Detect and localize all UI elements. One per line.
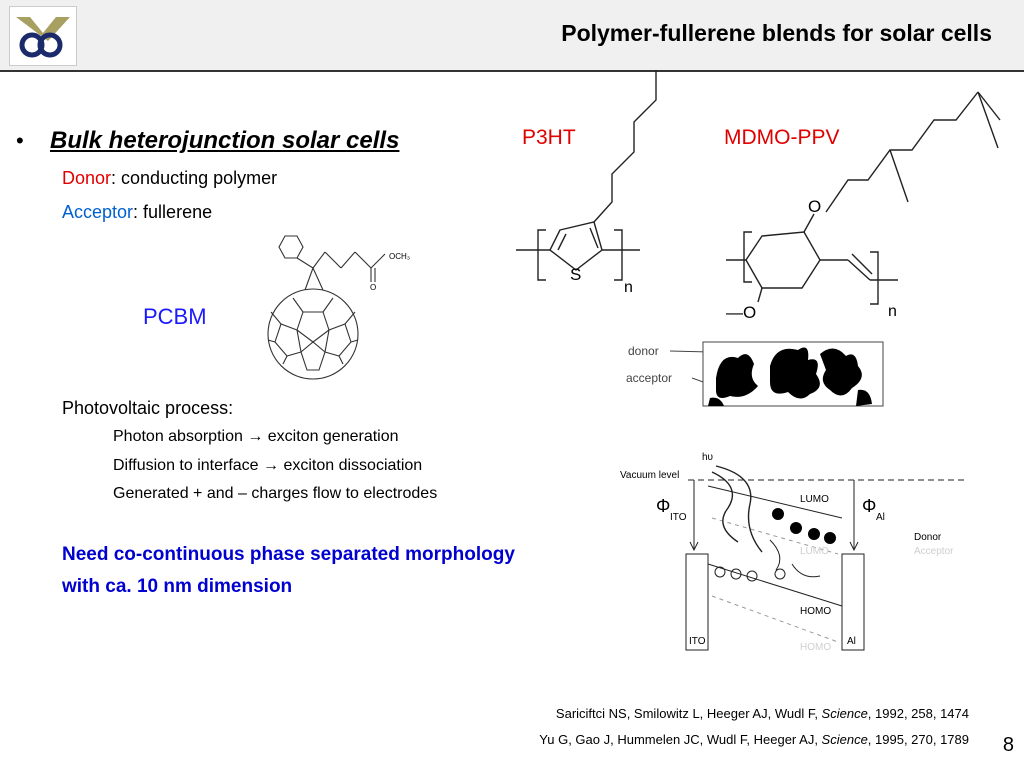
oxygen-top-label: O bbox=[808, 197, 821, 216]
homo-acceptor-label: HOMO bbox=[800, 642, 831, 653]
p3ht-structure: S n bbox=[516, 70, 657, 296]
donor-key: Donor bbox=[62, 168, 112, 188]
lumo-label: LUMO bbox=[800, 494, 829, 505]
donor-line: Donor: conducting polymer bbox=[62, 168, 277, 189]
step-2: Diffusion to interface → exciton dissoci… bbox=[113, 457, 423, 474]
pv-heading: Photovoltaic process: bbox=[62, 398, 234, 418]
university-logo bbox=[9, 6, 77, 66]
phi-al-sub: Al bbox=[876, 512, 885, 523]
morphology-acceptor-label: acceptor bbox=[626, 371, 672, 385]
p3ht-label: P3HT bbox=[522, 126, 576, 149]
donor-value: : conducting polymer bbox=[111, 168, 278, 188]
page-number: 8 bbox=[1002, 734, 1014, 756]
morphology-donor-label: donor bbox=[628, 344, 659, 358]
och3-label: OCH₃ bbox=[389, 252, 410, 261]
header-divider bbox=[0, 70, 1024, 72]
acceptor-legend-label: Acceptor bbox=[914, 546, 954, 557]
vacuum-level-label: Vacuum level bbox=[620, 470, 679, 481]
mdmo-ppv-label: MDMO-PPV bbox=[724, 126, 840, 149]
bullet-heading: Bulk heterojunction solar cells bbox=[50, 127, 400, 154]
mdmo-ppv-structure: O —O n bbox=[726, 91, 1001, 322]
step-1: Photon absorption → exciton generation bbox=[113, 428, 399, 445]
acceptor-value: : fullerene bbox=[133, 202, 213, 222]
emphasis-line-1: Need co-continuous phase separated morph… bbox=[62, 544, 515, 565]
phi-ito-symbol: Φ bbox=[656, 496, 670, 516]
reference-2: Yu G, Gao J, Hummelen JC, Wudl F, Heeger… bbox=[539, 732, 969, 747]
mdmo-n-label: n bbox=[888, 303, 897, 320]
energy-level-diagram: hυ Vacuum level Φ ITO Φ Al LUMO LUMO HOM… bbox=[620, 452, 966, 653]
hv-label: hυ bbox=[702, 452, 713, 463]
oxygen-bottom-label: —O bbox=[726, 303, 756, 322]
pcbm-structure: OCH₃ O bbox=[267, 235, 410, 380]
step-3: Generated + and – charges flow to electr… bbox=[113, 485, 438, 502]
pcbm-label: PCBM bbox=[143, 304, 207, 329]
slide-title: Polymer-fullerene blends for solar cells bbox=[561, 20, 992, 46]
al-electrode-label: Al bbox=[847, 636, 856, 647]
carbonyl-o-label: O bbox=[370, 283, 376, 292]
sulfur-label: S bbox=[570, 265, 581, 284]
phi-ito-sub: ITO bbox=[670, 512, 687, 523]
morphology-diagram: donor acceptor bbox=[626, 341, 884, 407]
lumo-acceptor-label: LUMO bbox=[800, 546, 829, 557]
phi-al-symbol: Φ bbox=[862, 496, 876, 516]
logo-icon bbox=[16, 17, 70, 58]
homo-label: HOMO bbox=[800, 606, 831, 617]
acceptor-line: Acceptor: fullerene bbox=[62, 202, 212, 223]
slide-header bbox=[0, 0, 1024, 70]
emphasis-line-2: with ca. 10 nm dimension bbox=[62, 576, 293, 597]
reference-1: Sariciftci NS, Smilowitz L, Heeger AJ, W… bbox=[555, 706, 969, 721]
ito-electrode-label: ITO bbox=[689, 636, 706, 647]
donor-legend-label: Donor bbox=[914, 532, 942, 543]
acceptor-key: Acceptor bbox=[62, 202, 134, 222]
p3ht-n-label: n bbox=[624, 279, 633, 296]
bullet-marker: • bbox=[16, 128, 24, 153]
